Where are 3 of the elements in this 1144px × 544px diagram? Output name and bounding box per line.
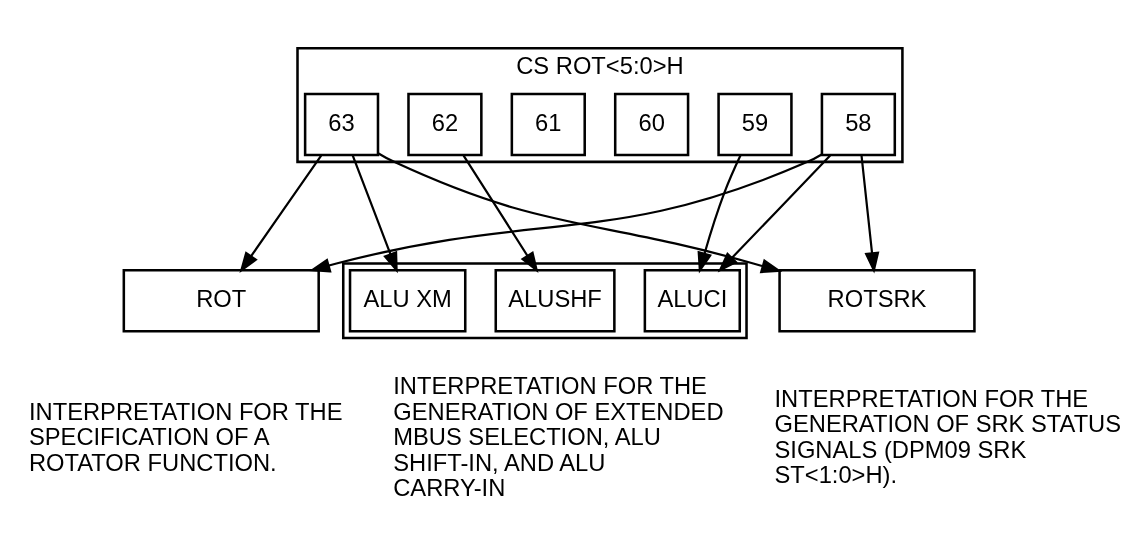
node-label: INTERPRETATION FOR THE GENERATION OF EXTENDED MBUS SELECTION, ALU SHIFT-IN, AND ALU CARRY-IN xyxy=(393,373,724,502)
node-label: INTERPRETATION FOR THE GENERATION OF SRK STATUS SIGNALS (DPM09 SRK ST<1:0>H). xyxy=(774,386,1122,489)
node-label: INTERPRETATION FOR THE SPECIFICATION OF A ROTATOR FUNCTION. xyxy=(28,398,343,476)
